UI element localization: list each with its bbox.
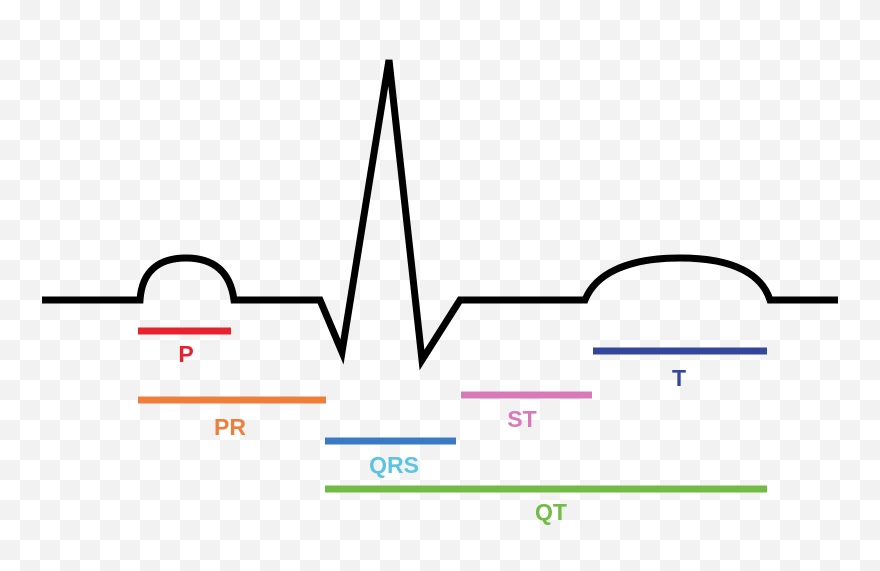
pr-interval-label: PR: [214, 414, 246, 440]
qrs-complex-label: QRS: [369, 452, 419, 478]
qt-interval-label: QT: [535, 499, 567, 525]
p-wave-label: P: [178, 341, 193, 367]
st-segment-label: ST: [507, 406, 536, 432]
t-wave-label: T: [672, 365, 686, 391]
ecg-waveform: [42, 59, 838, 371]
